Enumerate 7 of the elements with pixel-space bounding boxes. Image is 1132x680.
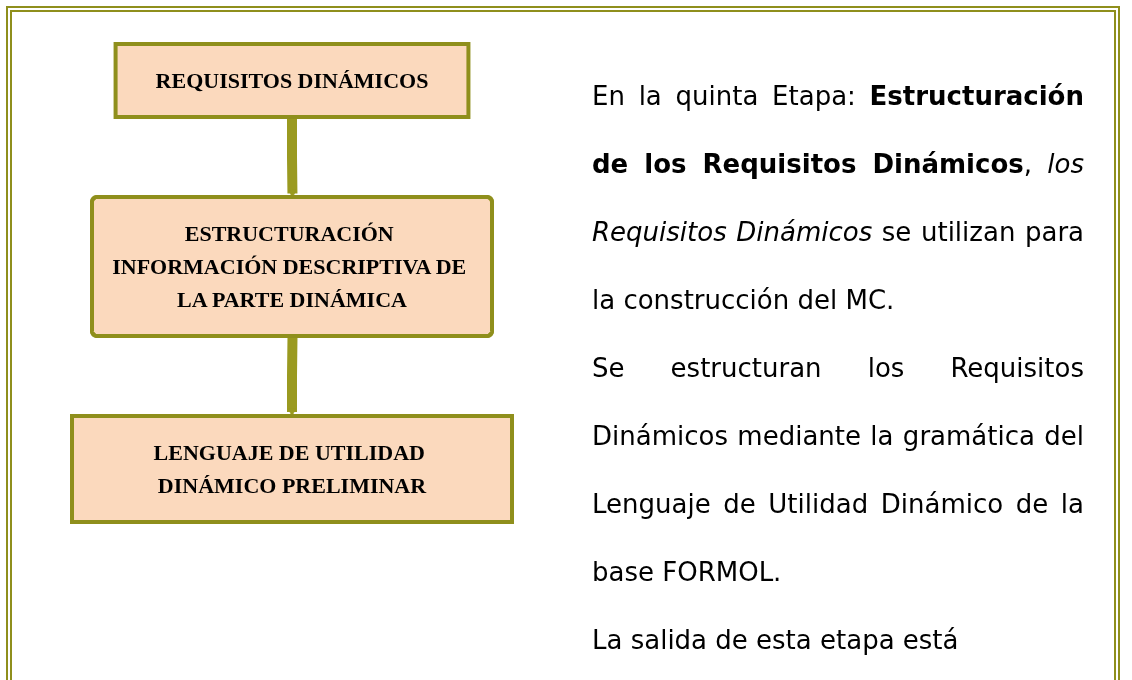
node-box: LENGUAJE DE UTILIDAD DINÁMICO PRELIMINAR	[70, 414, 514, 524]
description-paragraph: La salida de esta etapa está	[592, 624, 960, 657]
arrow	[287, 117, 298, 198]
description-paragraph: Se estructuran los Requisitos Dinámicos mediante la gramática del Lenguaje de Utilidad Dinámico de la base FORMOL.	[592, 352, 1084, 589]
description-paragraph: En la quinta Etapa: Estructuración de los Requisitos Dinámicos, los Requisitos Dinámicos se utilizan para la construcción del MC.	[592, 80, 1084, 317]
node-box: REQUISITOS DINÁMICOS	[113, 42, 471, 119]
arrow	[287, 336, 298, 417]
